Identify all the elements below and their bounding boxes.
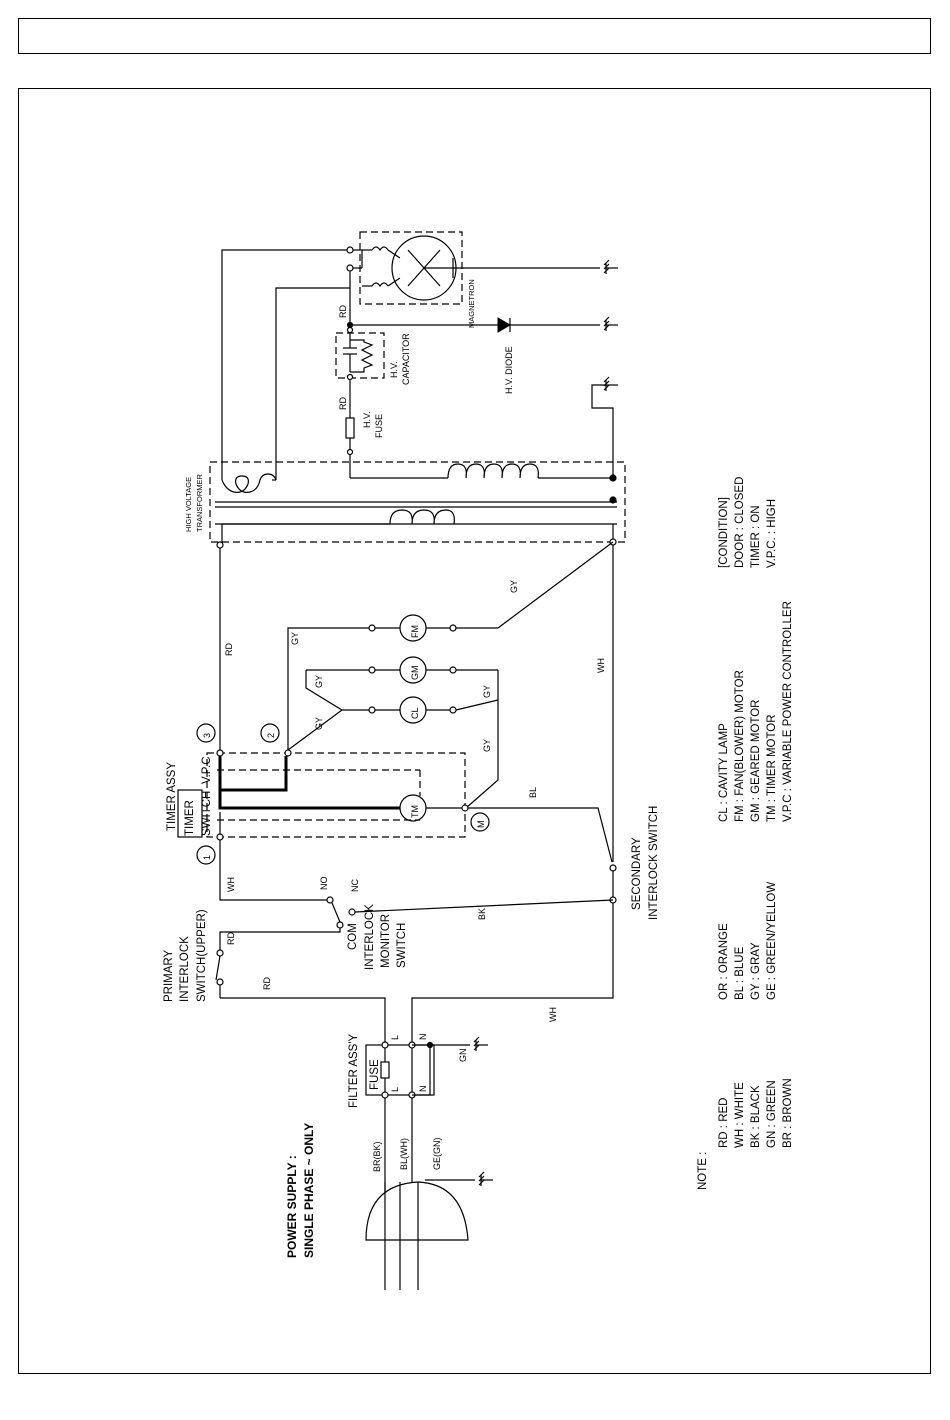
svg-text:GE : GREEN/YELLOW: GE : GREEN/YELLOW	[766, 882, 778, 1000]
svg-text:PRIMARY: PRIMARY	[163, 949, 175, 1002]
svg-text:INTERLOCK SWITCH: INTERLOCK SWITCH	[648, 806, 660, 920]
svg-text:GM: GM	[410, 666, 420, 681]
note-title: NOTE :	[697, 1152, 709, 1190]
svg-text:GY: GY	[482, 685, 492, 698]
svg-text:INTERLOCK: INTERLOCK	[179, 936, 191, 1002]
svg-text:BR(BK): BR(BK)	[372, 1141, 382, 1172]
svg-text:N: N	[418, 1086, 428, 1093]
cavity-lamp: CL GY GY GY GY	[287, 670, 499, 809]
svg-text:RD: RD	[262, 977, 272, 990]
svg-text:GY: GY	[314, 717, 324, 730]
svg-text:GY : GRAY: GY : GRAY	[750, 942, 762, 1000]
svg-text:3: 3	[202, 733, 212, 738]
svg-text:TRANSFORMER: TRANSFORMER	[195, 474, 204, 533]
svg-text:WH: WH	[596, 658, 606, 673]
hv-capacitor: H.V. CAPACITOR	[335, 325, 411, 385]
diagram-frame	[18, 88, 931, 1374]
hv-diode: H.V. DIODE	[346, 288, 619, 394]
svg-text:V.P.C : VARIABLE POWER CONTROL: V.P.C : VARIABLE POWER CONTROLLER	[782, 601, 794, 822]
geared-motor: GM	[306, 656, 498, 684]
svg-text:BK : BLACK: BK : BLACK	[750, 1085, 762, 1148]
svg-text:TIMER: TIMER	[184, 800, 196, 836]
svg-text:TM: TM	[410, 805, 420, 818]
svg-text:GN: GN	[458, 1049, 468, 1063]
interlock-monitor-switch: NO NC BK COM INTERLOCK MONITOR SWITCH	[319, 877, 614, 970]
svg-text:N: N	[418, 1034, 428, 1041]
svg-text:RD: RD	[224, 643, 234, 656]
svg-text:H.V.: H.V.	[362, 411, 372, 428]
svg-text:CAPACITOR: CAPACITOR	[401, 333, 411, 385]
svg-text:INTERLOCK: INTERLOCK	[364, 904, 376, 970]
svg-text:FM: FM	[410, 625, 420, 638]
header-box	[18, 18, 931, 54]
svg-text:GY: GY	[482, 739, 492, 752]
svg-text:TIMER ASSY: TIMER ASSY	[166, 762, 178, 831]
svg-text:BL: BL	[528, 787, 538, 798]
svg-text:TIMER : ON: TIMER : ON	[750, 505, 762, 568]
svg-text:GY: GY	[290, 632, 300, 645]
svg-text:NC: NC	[350, 879, 360, 892]
svg-text:WH : WHITE: WH : WHITE	[734, 1082, 746, 1148]
svg-text:POWER SUPPLY :: POWER SUPPLY :	[285, 1155, 299, 1258]
svg-text:[CONDITION]: [CONDITION]	[718, 497, 730, 568]
svg-text:GN : GREEN: GN : GREEN	[766, 1080, 778, 1148]
hv-diode-label: H.V. DIODE	[504, 346, 514, 394]
svg-text:BL : BLUE: BL : BLUE	[734, 946, 746, 1000]
hv-transformer: HIGH VOLTAGE TRANSFORMER	[184, 461, 626, 543]
svg-text:FILTER ASS'Y: FILTER ASS'Y	[348, 1033, 360, 1108]
svg-text:V.P.C. : HIGH: V.P.C. : HIGH	[766, 499, 778, 568]
magnetron-group: MAGNETRON	[346, 231, 619, 328]
svg-text:RD: RD	[226, 932, 236, 945]
svg-text:FUSE: FUSE	[374, 414, 384, 438]
svg-text:SINGLE PHASE ~ ONLY: SINGLE PHASE ~ ONLY	[302, 1123, 316, 1258]
power-plug: BR(BK) BL(WH) GE(GN) POWER SUPPLY : SING…	[285, 1098, 494, 1290]
svg-text:1: 1	[202, 855, 212, 860]
svg-text:SWITCH(UPPER): SWITCH(UPPER)	[196, 909, 208, 1002]
svg-text:CL: CL	[410, 707, 420, 719]
svg-text:RD : RED: RD : RED	[718, 1098, 730, 1148]
fan-motor: FM GY GY	[287, 541, 614, 750]
svg-text:HIGH VOLTAGE: HIGH VOLTAGE	[184, 477, 193, 532]
svg-text:SWITCH: SWITCH	[201, 791, 213, 836]
svg-text:L: L	[390, 1087, 400, 1092]
svg-text:2: 2	[266, 733, 276, 738]
svg-text:CL : CAVITY LAMP: CL : CAVITY LAMP	[718, 723, 730, 822]
svg-text:BL(WH): BL(WH)	[399, 1138, 409, 1170]
svg-text:RD: RD	[338, 397, 348, 410]
svg-text:SECONDARY: SECONDARY	[631, 837, 643, 910]
filter-assy: GN L N L N FUSE FILTER ASS'Y	[348, 1033, 489, 1108]
svg-text:M: M	[476, 821, 486, 829]
svg-text:GY: GY	[314, 675, 324, 688]
svg-text:L: L	[390, 1035, 400, 1040]
svg-text:COM: COM	[347, 923, 359, 950]
hv-fuse: RD H.V. FUSE	[338, 380, 384, 478]
svg-text:V.P.C: V.P.C	[201, 757, 213, 785]
svg-text:BK: BK	[477, 908, 487, 920]
svg-text:GE(GN): GE(GN)	[432, 1137, 442, 1170]
svg-text:H.V.: H.V.	[389, 361, 399, 378]
svg-text:FM : FAN(BLOWER) MOTOR: FM : FAN(BLOWER) MOTOR	[734, 670, 746, 822]
svg-text:SWITCH: SWITCH	[396, 923, 408, 968]
svg-text:OR : ORANGE: OR : ORANGE	[718, 923, 730, 1000]
svg-text:WH: WH	[226, 877, 236, 892]
timer-assy: TM M TIMER ASSY TIMER SWITCH V.P.C 3 2 1	[166, 723, 490, 865]
svg-text:BR : BROWN: BR : BROWN	[782, 1078, 794, 1148]
svg-text:GM : GEARED MOTOR: GM : GEARED MOTOR	[750, 700, 762, 822]
svg-text:TM : TIMER MOTOR: TM : TIMER MOTOR	[766, 714, 778, 822]
svg-text:NO: NO	[319, 877, 329, 891]
secondary-interlock-switch: SECONDARY INTERLOCK SWITCH	[609, 806, 660, 920]
svg-text:WH: WH	[548, 1007, 558, 1022]
magnetron-label: MAGNETRON	[467, 279, 476, 328]
legend-note: NOTE : RD : RED WH : WHITE BK : BLACK GN…	[697, 477, 794, 1190]
svg-text:GY: GY	[509, 580, 519, 593]
primary-interlock-switch: RD RD PRIMARY INTERLOCK SWITCH(UPPER)	[163, 909, 386, 1042]
svg-text:FUSE: FUSE	[369, 1059, 381, 1090]
svg-text:MONITOR: MONITOR	[380, 914, 392, 968]
svg-text:DOOR : CLOSED: DOOR : CLOSED	[734, 477, 746, 568]
wire-label-rd: RD	[338, 305, 348, 318]
